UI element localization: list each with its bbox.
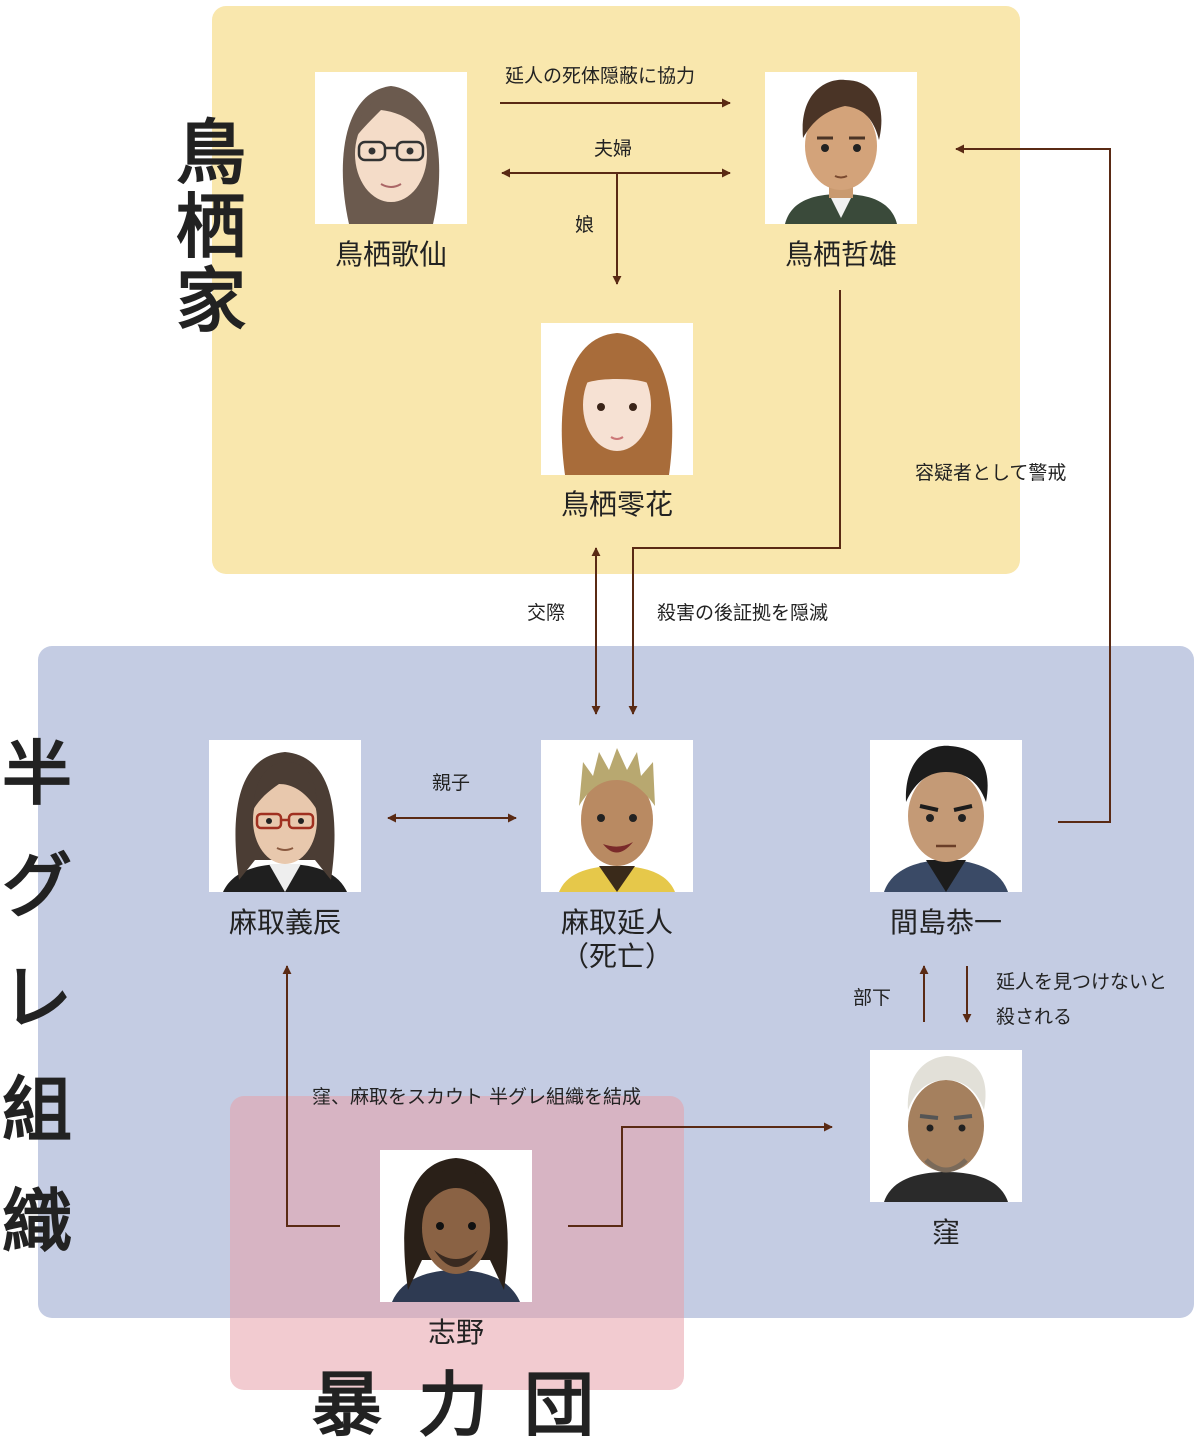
- edge-label-threat: 延人を見つけないと 殺される: [996, 971, 1168, 1029]
- gang-group-title: 半 グ レ 組 織: [2, 733, 72, 1263]
- edge-label-daughter: 娘: [575, 214, 595, 236]
- portrait-kasen: [315, 72, 467, 224]
- edge-scout-kubo: [568, 1122, 833, 1227]
- edge-suspect: [955, 144, 1111, 823]
- portrait-kubo: [870, 1050, 1022, 1202]
- name-kasen: 鳥栖歌仙: [334, 238, 447, 271]
- portrait-reika: [541, 323, 693, 475]
- edge-label-suspect: 容疑者として警戒: [915, 462, 1067, 484]
- edge-label-parent-child: 親子: [432, 772, 471, 794]
- edge-killed: [628, 290, 841, 715]
- family-group-title: 鳥 栖 家: [176, 112, 246, 343]
- portrait-nobuto: [541, 740, 693, 892]
- edge-label-killed: 殺害の後証拠を隠滅: [657, 602, 829, 624]
- portrait-majima: [870, 740, 1022, 892]
- name-reika: 鳥栖零花: [560, 488, 673, 521]
- edge-scout-yoshitoki: [282, 965, 340, 1227]
- name-yoshitoki: 麻取義辰: [228, 906, 341, 939]
- name-shino: 志野: [427, 1316, 484, 1349]
- name-nobuto: 麻取延人 （死亡）: [560, 906, 673, 973]
- yakuza-group-title: 暴力団: [312, 1364, 630, 1446]
- edge-label-married: 夫婦: [594, 138, 633, 160]
- edge-label-dating: 交際: [527, 602, 566, 624]
- name-tetsuo: 鳥栖哲雄: [784, 238, 897, 271]
- portrait-yoshitoki: [209, 740, 361, 892]
- edge-label-subordinate: 部下: [853, 987, 892, 1009]
- name-kubo: 窪: [931, 1216, 960, 1249]
- edge-label-cover-up: 延人の死体隠蔽に協力: [505, 65, 696, 87]
- name-majima: 間島恭一: [889, 906, 1002, 939]
- portrait-tetsuo: [765, 72, 917, 224]
- portrait-shino: [380, 1150, 532, 1302]
- edge-label-scout: 窪、麻取をスカウト 半グレ組織を結成: [312, 1086, 642, 1108]
